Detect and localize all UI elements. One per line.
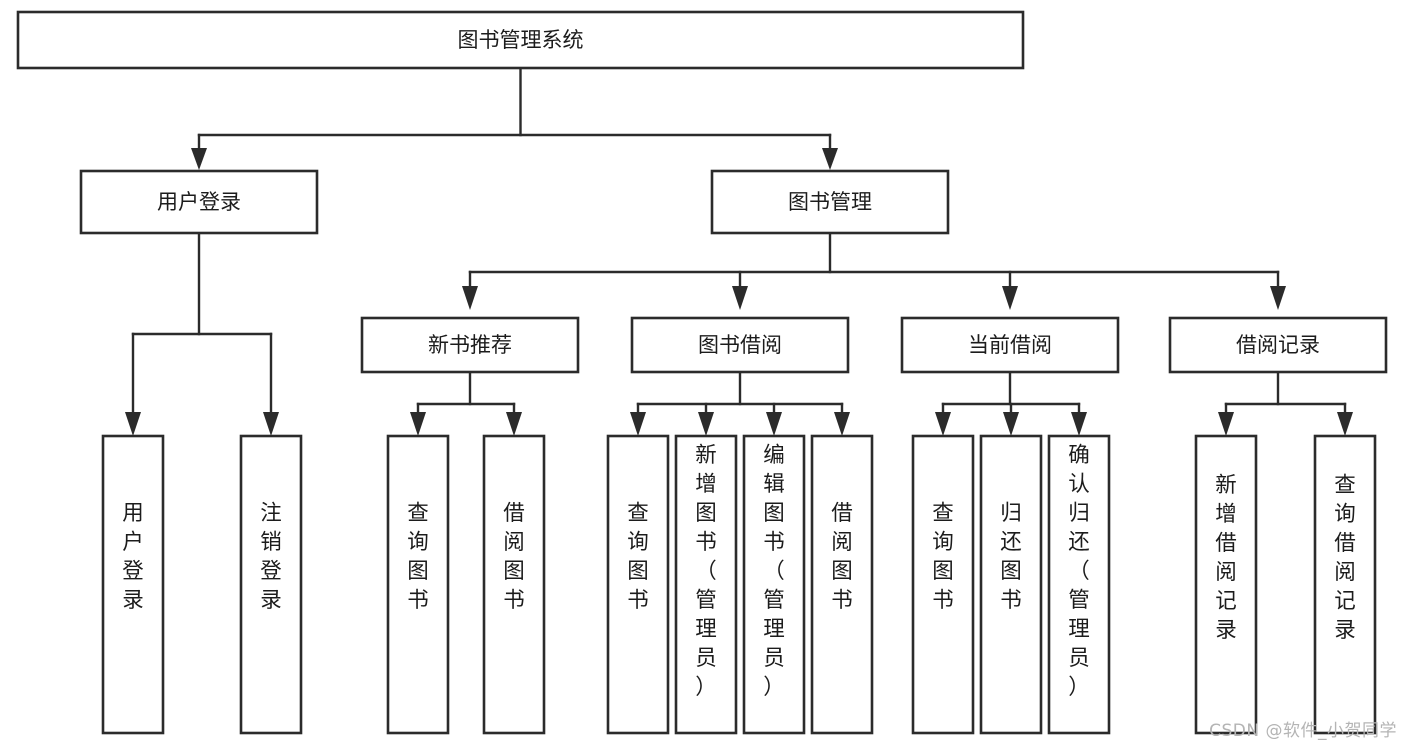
arrowhead-icon — [698, 412, 714, 436]
node-leaf-confirm-return[interactable]: 确认归还（管理员） — [1047, 434, 1111, 735]
node-leaf-user-login-label: 用户登录 — [122, 501, 144, 613]
node-leaf-return-book-box[interactable] — [979, 434, 1043, 735]
node-leaf-add-record-label: 新增借阅记录 — [1215, 473, 1237, 643]
node-leaf-query-record[interactable]: 查询借阅记录 — [1313, 434, 1377, 735]
node-leaf-query-book-2-box[interactable] — [606, 434, 670, 735]
node-leaf-query-record-label: 查询借阅记录 — [1334, 473, 1356, 643]
arrowhead-icon — [410, 412, 426, 436]
node-leaf-query-record-box[interactable] — [1313, 434, 1377, 735]
arrowhead-icon — [766, 412, 782, 436]
node-book-borrow-box[interactable] — [630, 316, 850, 374]
arrowhead-icon — [462, 286, 478, 310]
node-leaf-query-book-2-label: 查询图书 — [627, 501, 649, 613]
node-root-label: 图书管理系统 — [458, 28, 584, 52]
node-borrow-record-box[interactable] — [1168, 316, 1388, 374]
node-leaf-confirm-return-label: 确认归还（管理员） — [1068, 443, 1090, 700]
node-leaf-return-book-label: 归还图书 — [1000, 501, 1022, 613]
arrowhead-icon — [822, 148, 838, 170]
arrowhead-icon — [191, 148, 207, 170]
node-book-borrow-label: 图书借阅 — [698, 333, 782, 357]
node-leaf-query-book-2[interactable]: 查询图书 — [606, 434, 670, 735]
node-new-book-rec[interactable]: 新书推荐 — [360, 316, 580, 374]
node-root[interactable]: 图书管理系统 — [16, 10, 1025, 70]
arrowhead-icon — [1270, 286, 1286, 310]
node-borrow-record[interactable]: 借阅记录 — [1168, 316, 1388, 374]
node-leaf-add-book[interactable]: 新增图书（管理员） — [674, 434, 738, 735]
node-leaf-return-book[interactable]: 归还图书 — [979, 434, 1043, 735]
node-user-login-label: 用户登录 — [157, 190, 241, 214]
node-leaf-add-record-box[interactable] — [1194, 434, 1258, 735]
node-leaf-logout[interactable]: 注销登录 — [239, 434, 303, 735]
node-book-manage-label: 图书管理 — [788, 190, 872, 214]
node-leaf-query-book-3[interactable]: 查询图书 — [911, 434, 975, 735]
node-user-login-box[interactable] — [79, 169, 319, 235]
node-new-book-rec-box[interactable] — [360, 316, 580, 374]
node-leaf-confirm-return-box[interactable] — [1047, 434, 1111, 735]
node-leaf-user-login-box[interactable] — [101, 434, 165, 735]
arrowhead-icon — [1003, 412, 1019, 436]
arrowhead-icon — [1218, 412, 1234, 436]
arrowhead-icon — [630, 412, 646, 436]
arrow-heads — [125, 148, 1353, 436]
arrowhead-icon — [125, 412, 141, 436]
node-book-manage[interactable]: 图书管理 — [710, 169, 950, 235]
arrowhead-icon — [1002, 286, 1018, 310]
arrowhead-icon — [834, 412, 850, 436]
arrowhead-icon — [1337, 412, 1353, 436]
node-leaf-query-book-1-label: 查询图书 — [407, 501, 429, 613]
node-leaf-borrow-book-2[interactable]: 借阅图书 — [810, 434, 874, 735]
node-leaf-add-record[interactable]: 新增借阅记录 — [1194, 434, 1258, 735]
node-leaf-logout-box[interactable] — [239, 434, 303, 735]
node-leaf-logout-label: 注销登录 — [260, 501, 282, 613]
node-leaf-query-book-1-box[interactable] — [386, 434, 450, 735]
node-leaf-query-book-3-box[interactable] — [911, 434, 975, 735]
node-current-borrow-label: 当前借阅 — [968, 333, 1052, 357]
node-borrow-record-label: 借阅记录 — [1236, 333, 1320, 357]
arrowhead-icon — [263, 412, 279, 436]
node-leaf-borrow-book-1-box[interactable] — [482, 434, 546, 735]
node-current-borrow[interactable]: 当前借阅 — [900, 316, 1120, 374]
node-leaf-query-book-1[interactable]: 查询图书 — [386, 434, 450, 735]
node-leaf-user-login[interactable]: 用户登录 — [101, 434, 165, 735]
arrowhead-icon — [732, 286, 748, 310]
node-book-manage-box[interactable] — [710, 169, 950, 235]
node-root-box[interactable] — [16, 10, 1025, 70]
node-leaf-borrow-book-1-label: 借阅图书 — [503, 501, 525, 613]
node-user-login[interactable]: 用户登录 — [79, 169, 319, 235]
arrowhead-icon — [1071, 412, 1087, 436]
node-leaf-query-book-3-label: 查询图书 — [932, 501, 954, 613]
arrowhead-icon — [506, 412, 522, 436]
node-leaf-edit-book[interactable]: 编辑图书（管理员） — [742, 434, 806, 735]
node-leaf-borrow-book-1[interactable]: 借阅图书 — [482, 434, 546, 735]
node-current-borrow-box[interactable] — [900, 316, 1120, 374]
arrowhead-icon — [935, 412, 951, 436]
node-leaf-edit-book-box[interactable] — [742, 434, 806, 735]
node-leaf-add-book-label: 新增图书（管理员） — [695, 443, 717, 700]
node-leaf-add-book-box[interactable] — [674, 434, 738, 735]
node-leaf-borrow-book-2-box[interactable] — [810, 434, 874, 735]
node-new-book-rec-label: 新书推荐 — [428, 333, 512, 357]
node-book-borrow[interactable]: 图书借阅 — [630, 316, 850, 374]
node-leaf-edit-book-label: 编辑图书（管理员） — [763, 443, 785, 700]
node-leaf-borrow-book-2-label: 借阅图书 — [831, 501, 853, 613]
